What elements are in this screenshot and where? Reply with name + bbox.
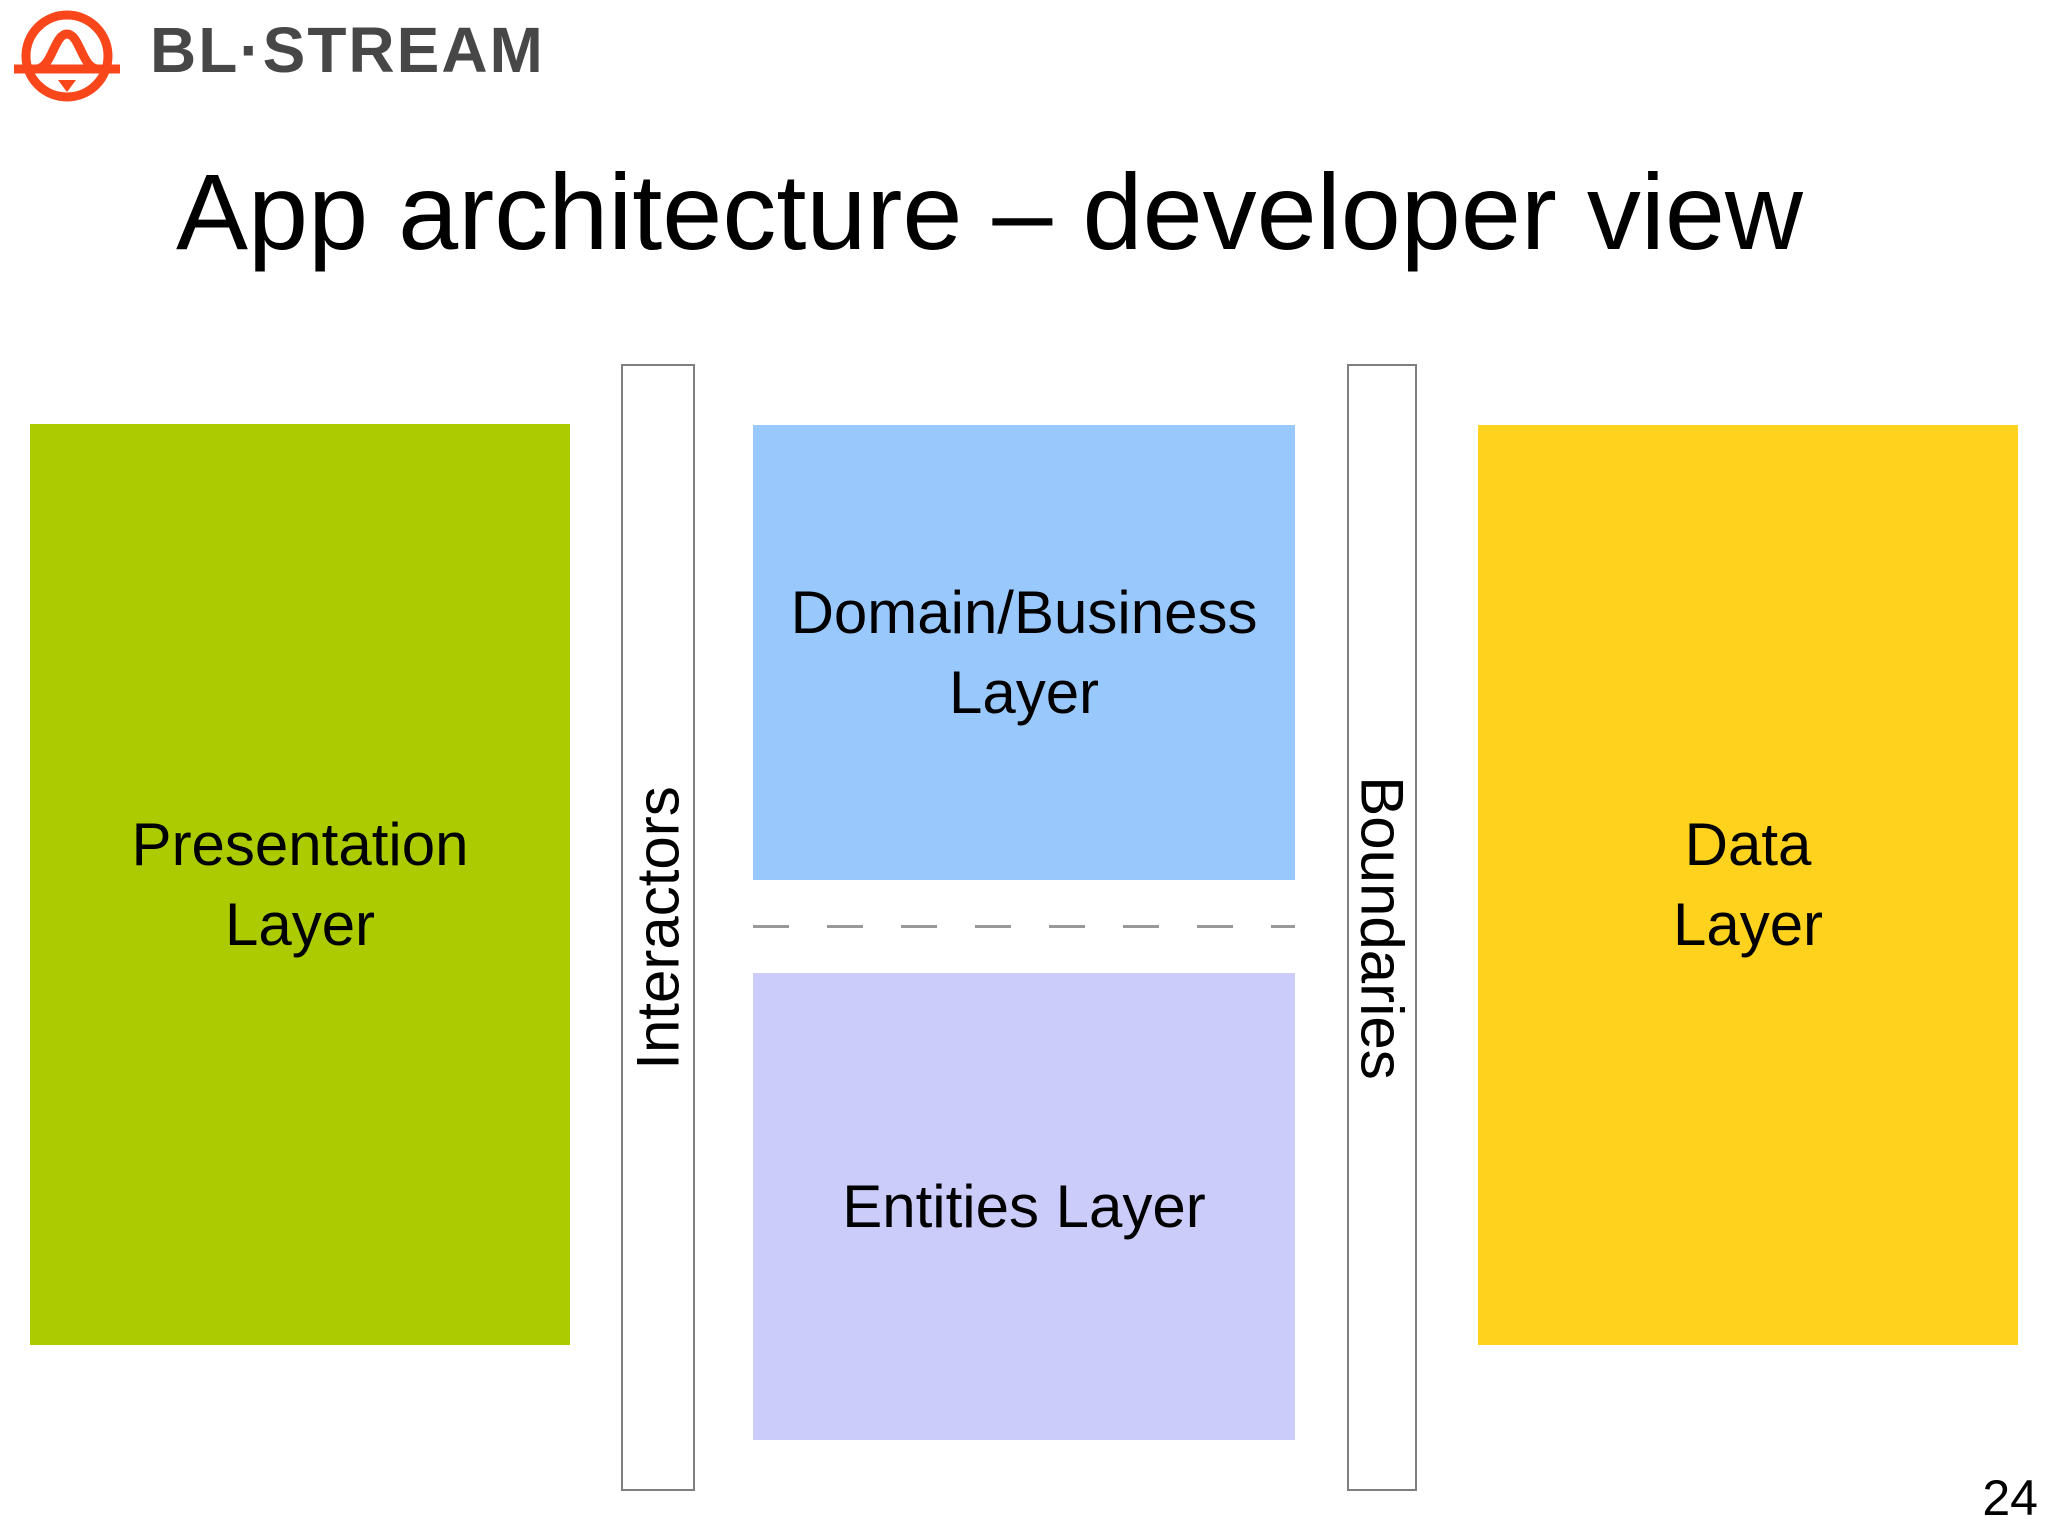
domain-business-layer-label-line1: Domain/Business: [790, 578, 1258, 646]
presentation-layer-label-line1: Presentation: [131, 810, 469, 878]
presentation-layer-label-line2: Layer: [224, 890, 376, 958]
data-layer-label-line2: Layer: [1672, 891, 1824, 958]
entities-layer-label: Entities Layer: [842, 1172, 1206, 1240]
blstream-logo-icon: [14, 10, 120, 102]
presentation-layer-box: Presentation Layer: [30, 424, 570, 1345]
entities-layer-box: Entities Layer: [753, 973, 1295, 1440]
dashed-divider-line: [753, 925, 1295, 928]
boundaries-connector-bar: Boundaries: [1347, 364, 1417, 1491]
page-number: 24: [1982, 1470, 2038, 1526]
interactors-connector-bar: Interactors: [621, 364, 695, 1491]
brand-name: BL·STREAM: [150, 14, 545, 86]
interactors-label: Interactors: [624, 785, 692, 1070]
domain-business-layer-label-line2: Layer: [948, 658, 1100, 726]
data-layer-label-line1: Data: [1684, 811, 1812, 878]
domain-business-layer-box: Domain/Business Layer: [753, 425, 1295, 880]
data-layer-box: Data Layer: [1478, 425, 2018, 1345]
slide-title: App architecture – developer view: [176, 151, 1803, 272]
boundaries-label: Boundaries: [1348, 775, 1416, 1080]
